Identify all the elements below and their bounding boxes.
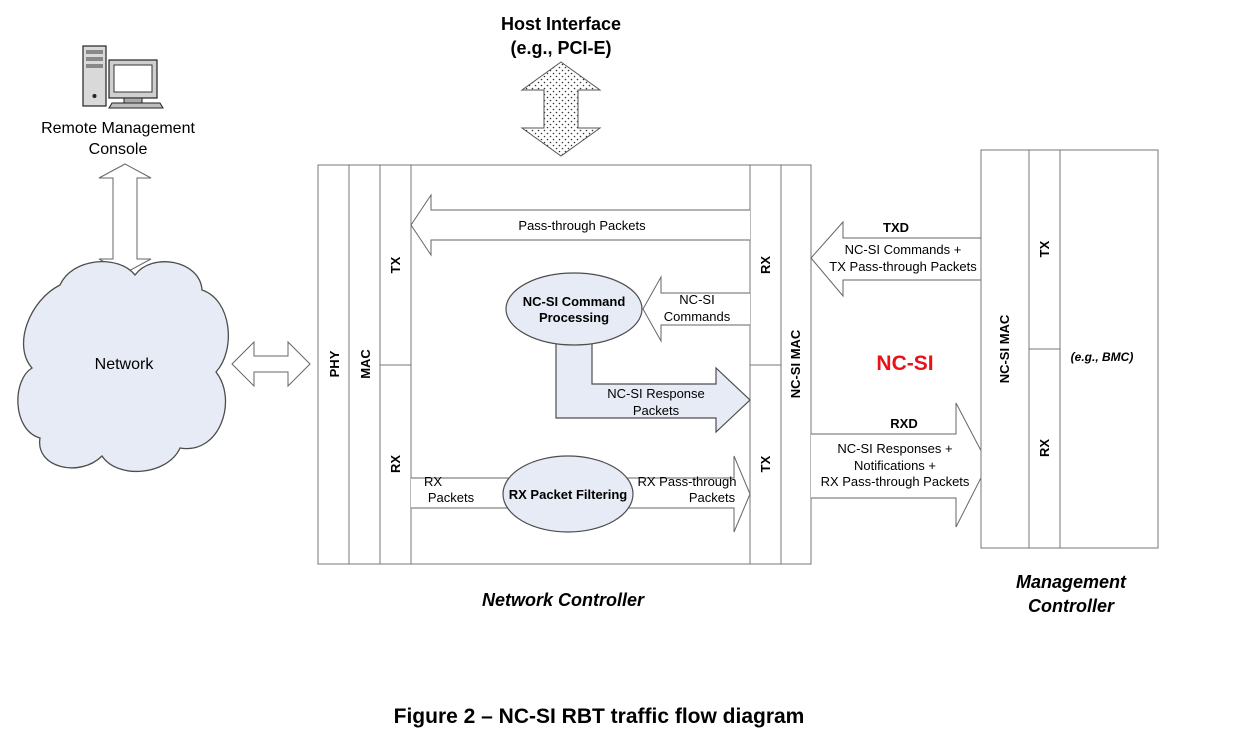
mac-label: MAC — [358, 349, 373, 379]
passthrough-label: Pass-through Packets — [518, 218, 646, 233]
rx-passthrough-line2: Packets — [689, 490, 736, 505]
response-label-line1: NC-SI Response — [607, 386, 705, 401]
nc-ncsi-rx-label: RX — [758, 256, 773, 274]
rxd-line1: NC-SI Responses + — [837, 441, 952, 456]
mc-rx-label: RX — [1037, 439, 1052, 457]
network-phy-arrow — [231, 340, 311, 388]
nc-ncsi-mac-label: NC-SI MAC — [788, 329, 803, 398]
ncsi-label: NC-SI — [876, 352, 933, 375]
host-interface-arrow — [520, 61, 602, 157]
cmd-processing-line2: Processing — [539, 310, 609, 325]
rxd-line3: RX Pass-through Packets — [821, 474, 970, 489]
rx-packets-line1: RX — [424, 474, 442, 489]
txd-line1: NC-SI Commands + — [845, 242, 962, 257]
console-network-arrow — [98, 163, 152, 274]
nc-ncsi-tx-label: TX — [758, 455, 773, 472]
management-controller-caption-line2: Controller — [1028, 596, 1115, 616]
ncsi-command-processing-node — [505, 272, 643, 346]
computer-icon — [82, 45, 164, 109]
network-controller-caption: Network Controller — [482, 590, 645, 610]
ncsi-commands-arrow — [642, 275, 750, 343]
network-cloud — [17, 261, 229, 473]
management-controller-box — [980, 149, 1159, 549]
rx-packets-line2: Packets — [428, 490, 475, 505]
commands-label-line2: Commands — [664, 309, 731, 324]
rx-packet-filtering-node — [502, 455, 634, 533]
txd-label: TXD — [883, 220, 909, 235]
nc-rx-label: RX — [388, 455, 403, 473]
rxd-label: RXD — [890, 416, 917, 431]
phy-label: PHY — [327, 350, 342, 377]
cmd-processing-line1: NC-SI Command — [523, 294, 626, 309]
nc-tx-label: TX — [388, 256, 403, 273]
remote-console-label-line2: Console — [89, 141, 148, 158]
rx-passthrough-line1: RX Pass-through — [638, 474, 737, 489]
figure-caption: Figure 2 – NC-SI RBT traffic flow diagra… — [394, 705, 805, 728]
txd-line2: TX Pass-through Packets — [829, 259, 977, 274]
host-interface-title: Host Interface — [501, 14, 621, 34]
passthrough-arrow — [410, 193, 750, 257]
ncsi-response-arrow — [555, 339, 751, 434]
network-label: Network — [95, 356, 155, 373]
remote-console-label-line1: Remote Management — [41, 120, 195, 137]
rx-filtering-label: RX Packet Filtering — [509, 487, 628, 502]
rxd-line2: Notifications + — [854, 458, 936, 473]
response-label-line2: Packets — [633, 403, 680, 418]
commands-label-line1: NC-SI — [679, 292, 714, 307]
mc-ncsi-mac-label: NC-SI MAC — [997, 314, 1012, 383]
mc-tx-label: TX — [1037, 240, 1052, 257]
management-controller-caption-line1: Management — [1016, 572, 1127, 592]
mc-example-label: (e.g., BMC) — [1071, 350, 1134, 364]
host-interface-subtitle: (e.g., PCI-E) — [510, 38, 611, 58]
txd-arrow — [810, 220, 996, 298]
